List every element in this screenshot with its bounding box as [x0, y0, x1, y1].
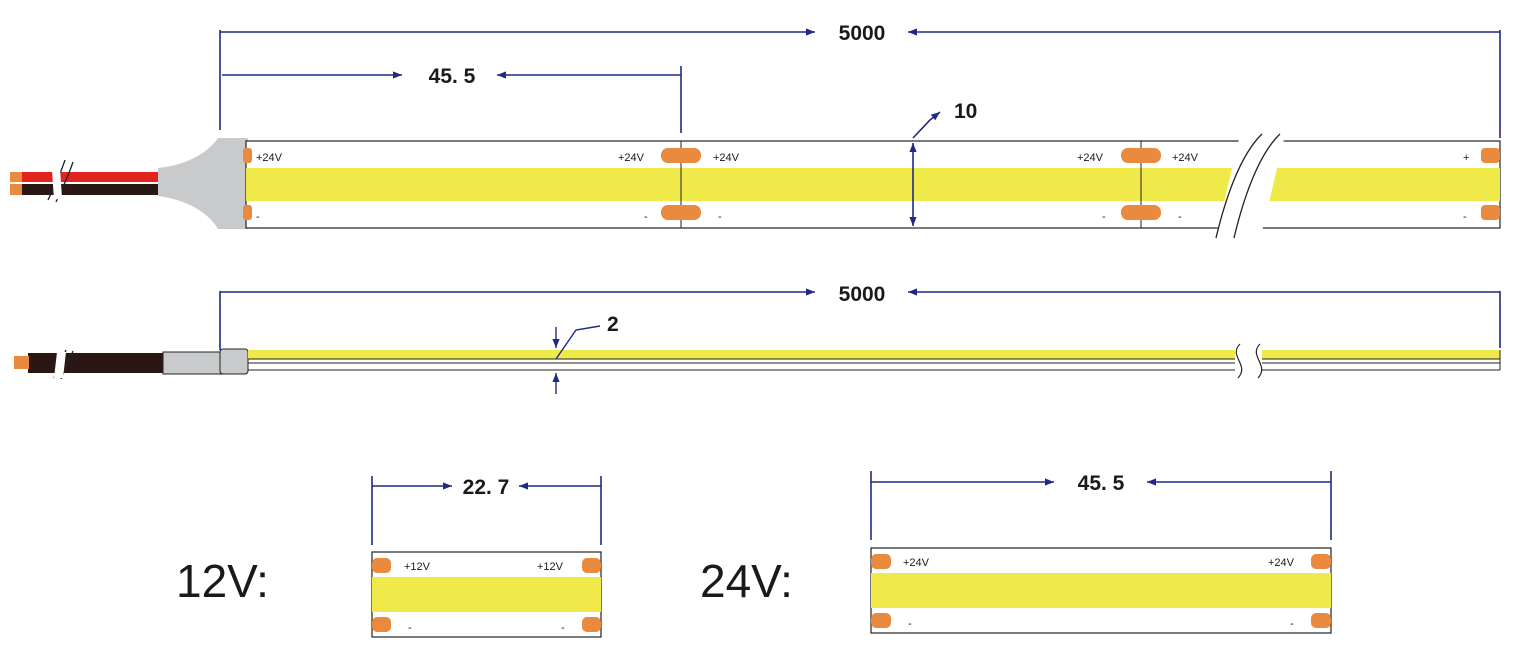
cut-length-24v-label: 45. 5	[1078, 472, 1125, 495]
break-mask	[1215, 135, 1285, 240]
detail-24v: 24V: 45. 5 +24V +24V - -	[700, 471, 1332, 634]
pad-label-neg-24v: -	[1290, 618, 1294, 630]
cut-length-12v-label: 22. 7	[463, 476, 510, 499]
voltage-label-24v: 24V:	[700, 555, 793, 607]
detail-12v: 12V: 22. 7 +12V +12V - -	[176, 476, 602, 638]
cut-length-24v-dimension	[870, 471, 1332, 540]
pad-label-neg: -	[256, 211, 260, 223]
side-break-line	[1235, 343, 1243, 379]
cut-length-label: 45. 5	[429, 65, 476, 88]
side-phosphor	[248, 350, 1500, 359]
thickness-dimension	[552, 325, 601, 394]
pad-label-pos: +24V	[1172, 152, 1199, 164]
side-length-dimension	[219, 288, 1501, 350]
copper-pads	[243, 148, 1500, 220]
pad-label-pos: +24V	[713, 152, 740, 164]
pad-label-pos-12v: +12V	[404, 561, 431, 573]
pad-label-neg-24v: -	[908, 618, 912, 630]
pad-label-pos-24v: +24V	[1268, 557, 1295, 569]
pad-label-neg: -	[644, 211, 648, 223]
width-dimension	[909, 111, 941, 226]
pad-label-pos: +24V	[618, 152, 645, 164]
pad-label-neg: -	[1178, 211, 1182, 223]
break-line	[1233, 133, 1281, 239]
total-length-label: 5000	[839, 22, 886, 45]
total-length-dimension	[219, 28, 1501, 138]
pad-label-pos-12v: +12V	[537, 561, 564, 573]
segment-12v-phosphor	[372, 577, 601, 612]
pad-label-pos-24v: +24V	[903, 557, 930, 569]
strip-phosphor	[246, 168, 1500, 201]
voltage-label-12v: 12V:	[176, 555, 269, 607]
side-connector-cap	[219, 348, 249, 375]
cut-length-dimension	[222, 66, 682, 133]
pad-label-neg-12v: -	[408, 622, 412, 634]
pad-label-neg: -	[718, 211, 722, 223]
connector-cap	[158, 138, 248, 229]
pad-label-pos: +24V	[256, 152, 283, 164]
width-label: 10	[954, 100, 977, 123]
side-break-line	[1255, 343, 1263, 379]
copper-pads-12v	[372, 558, 601, 632]
side-cable	[14, 349, 166, 380]
cut-length-12v-dimension	[371, 476, 602, 545]
power-cable	[10, 159, 160, 203]
side-length-label: 5000	[839, 283, 886, 306]
side-view: 5000 2	[14, 283, 1501, 394]
pad-label-neg: -	[1102, 211, 1106, 223]
thickness-label: 2	[607, 313, 619, 336]
copper-pads-24v	[871, 554, 1331, 628]
pad-label-neg: -	[1463, 211, 1467, 223]
pad-label-pos: +24V	[1077, 152, 1104, 164]
break-line	[1215, 133, 1263, 239]
pad-label-pos-end: +	[1463, 152, 1469, 164]
pad-label-neg-12v: -	[561, 622, 565, 634]
top-view: 5000 45. 5	[10, 22, 1501, 240]
side-connector	[162, 351, 224, 375]
segment-24v-phosphor	[871, 573, 1331, 608]
